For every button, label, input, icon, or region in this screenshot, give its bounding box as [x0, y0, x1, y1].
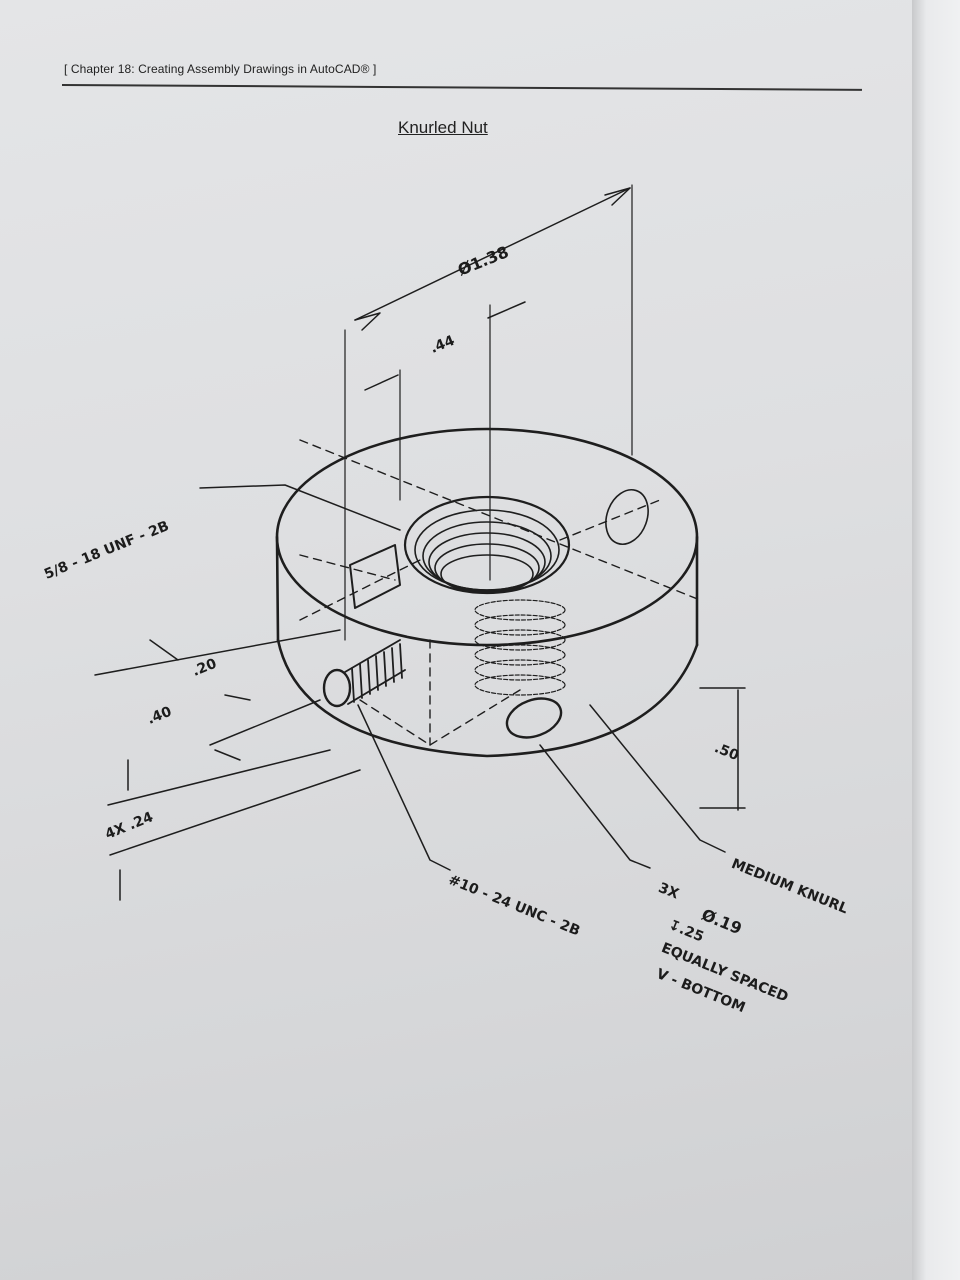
- dimension-lines: [94, 187, 746, 901]
- cylinder-bottom-arc: [276, 638, 699, 758]
- cylinder-top-ellipse: [275, 427, 699, 647]
- bore-thread: [403, 495, 571, 595]
- chapter-header-text: [ Chapter 18: Creating Assembly Drawings…: [64, 62, 377, 76]
- set-screw-thread: [322, 639, 406, 708]
- internal-thread-coils: [474, 599, 566, 696]
- center-lines: [344, 184, 633, 641]
- hidden-lines: [299, 439, 701, 746]
- page-edge-shadow: [912, 0, 960, 1280]
- drawing-title: Knurled Nut: [398, 118, 488, 137]
- top-hole: [605, 489, 649, 545]
- chapter-header: [ Chapter 18: Creating Assembly Drawings…: [61, 60, 862, 91]
- cylinder-left-side: [275, 535, 280, 642]
- side-hole: [505, 697, 563, 739]
- key-slot: [349, 544, 401, 609]
